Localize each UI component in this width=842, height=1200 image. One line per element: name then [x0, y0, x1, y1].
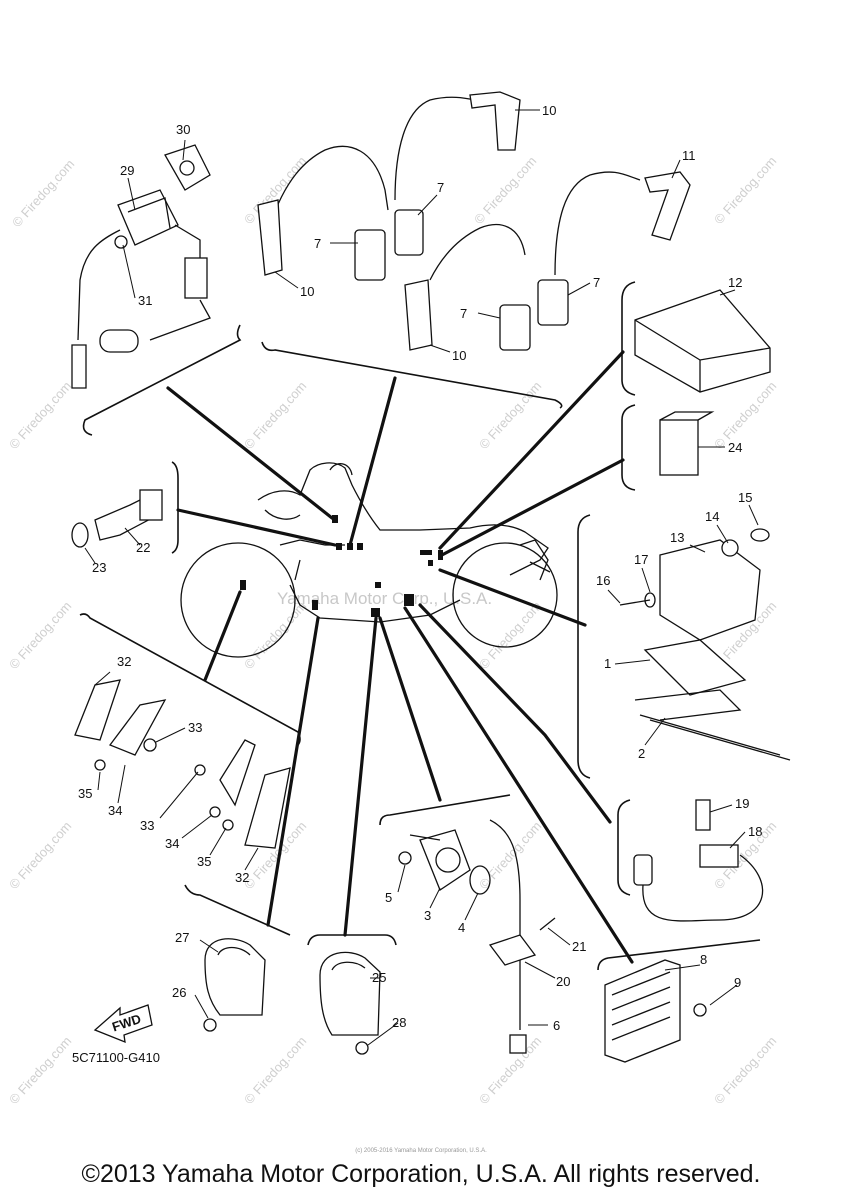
watermark: © Firedog.com [711, 153, 779, 227]
watermark: © Firedog.com [6, 818, 74, 892]
watermark: © Firedog.com [711, 378, 779, 452]
callout-24: 24 [728, 440, 742, 455]
sensor-with-cable [633, 799, 764, 922]
callout-32: 32 [117, 654, 131, 669]
watermark: © Firedog.com [241, 378, 309, 452]
callout-7: 7 [460, 306, 467, 321]
callout-10: 10 [300, 284, 314, 299]
callout-18: 18 [748, 824, 762, 839]
group-brackets [79, 281, 761, 971]
callout-4: 4 [458, 920, 465, 935]
callout-35: 35 [197, 854, 211, 869]
small-copyright: (c) 2005-2016 Yamaha Motor Corporation, … [355, 1148, 487, 1154]
copyright-footer: ©2013 Yamaha Motor Corporation, U.S.A. A… [81, 1160, 761, 1188]
callout-11: 11 [682, 148, 696, 163]
callout-labels: 30 29 31 10 7 7 10 11 7 7 10 12 24 15 14… [78, 103, 762, 1033]
watermark: © Firedog.com [476, 378, 544, 452]
callout-28: 28 [392, 1015, 406, 1030]
callout-33: 33 [188, 720, 202, 735]
callout-5: 5 [385, 890, 392, 905]
callout-7: 7 [437, 180, 444, 195]
horns [203, 938, 381, 1055]
diagram-code: 5C71100-G410 [72, 1050, 160, 1065]
callout-1: 1 [604, 656, 611, 671]
callout-20: 20 [556, 974, 570, 989]
watermark: © Firedog.com [241, 598, 309, 672]
callout-25: 25 [372, 970, 386, 985]
callout-leaders [84, 109, 759, 1046]
speed-sensor-assembly [398, 819, 556, 1054]
callout-27: 27 [175, 930, 189, 945]
callout-12: 12 [728, 275, 742, 290]
fuel-sender-assembly [71, 144, 211, 389]
watermark: © Firedog.com [9, 156, 77, 230]
watermark: © Firedog.com [476, 598, 544, 672]
ignition-coils [257, 91, 691, 351]
callout-31: 31 [138, 293, 152, 308]
callout-10: 10 [542, 103, 556, 118]
callout-13: 13 [670, 530, 684, 545]
callout-21: 21 [572, 939, 586, 954]
callout-16: 16 [596, 573, 610, 588]
callout-10: 10 [452, 348, 466, 363]
callout-22: 22 [136, 540, 150, 555]
callout-35: 35 [78, 786, 92, 801]
callout-9: 9 [734, 975, 741, 990]
callout-7: 7 [314, 236, 321, 251]
callout-14: 14 [705, 509, 719, 524]
watermark: © Firedog.com [6, 1033, 74, 1107]
callout-34: 34 [165, 836, 179, 851]
callout-29: 29 [120, 163, 134, 178]
callout-34: 34 [108, 803, 122, 818]
footrest-brackets [74, 679, 291, 849]
ecu-and-relay [634, 289, 771, 476]
callout-30: 30 [176, 122, 190, 137]
callout-23: 23 [92, 560, 106, 575]
watermark: © Firedog.com [6, 598, 74, 672]
temperature-sensor [71, 489, 163, 548]
watermark: © Firedog.com [6, 378, 74, 452]
callout-33: 33 [140, 818, 154, 833]
center-watermark: Yamaha Motor Corp., U.S.A. [277, 589, 492, 608]
callout-7: 7 [593, 275, 600, 290]
fwd-arrow: FWD [93, 1004, 153, 1044]
watermark: © Firedog.com [241, 1033, 309, 1107]
callout-15: 15 [738, 490, 752, 505]
motorcycle-outline [180, 462, 558, 658]
callout-3: 3 [424, 908, 431, 923]
watermark: © Firedog.com [471, 153, 539, 227]
callout-19: 19 [735, 796, 749, 811]
callout-2: 2 [638, 746, 645, 761]
watermark: © Firedog.com [476, 818, 544, 892]
callout-17: 17 [634, 552, 648, 567]
callout-26: 26 [172, 985, 186, 1000]
leader-lines [166, 350, 634, 964]
watermark: © Firedog.com [711, 1033, 779, 1107]
rectifier-regulator [604, 959, 707, 1063]
callout-6: 6 [553, 1018, 560, 1033]
callout-8: 8 [700, 952, 707, 967]
starter-relay-assembly [619, 528, 791, 761]
callout-32: 32 [235, 870, 249, 885]
